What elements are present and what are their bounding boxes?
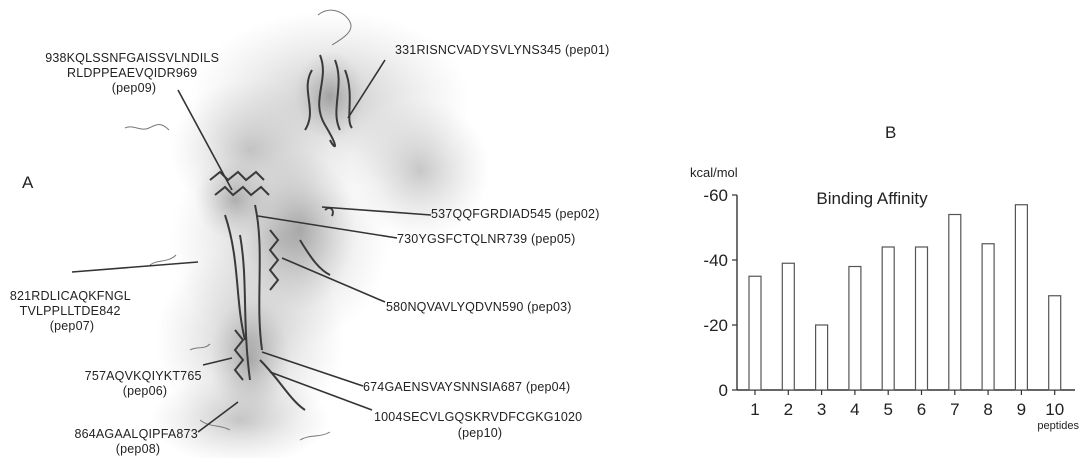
y-tick-label: -20 <box>703 316 728 335</box>
x-tick-label: 2 <box>784 400 793 419</box>
y-tick-label: 0 <box>719 381 728 400</box>
peptide-label-line: (pep09) <box>112 81 157 95</box>
peptide-label-line: TVLPPLLTDE842 <box>20 304 121 318</box>
bar-6 <box>916 247 928 390</box>
x-tick-label: 5 <box>883 400 892 419</box>
bar-2 <box>782 263 794 390</box>
x-tick-label: 3 <box>817 400 826 419</box>
panel-a-letter: A <box>22 173 34 192</box>
peptide-label-line: (pep10) <box>458 426 503 440</box>
binding-affinity-chart: 0 -20 -40 -60 1 2 3 4 5 6 7 8 9 10 Binding Affinity kca… <box>690 165 1079 432</box>
peptide-label-pep07: 821RDLICAQKFNGL TVLPPLLTDE842 (pep07) <box>10 289 134 333</box>
peptide-label-line: (pep08) <box>116 442 161 456</box>
y-tick-label: -40 <box>703 251 728 270</box>
peptide-label-pep10: 1004SECVLGQSKRVDFCGKG1020 (pep10) <box>374 410 586 440</box>
y-tick-label: -60 <box>703 186 728 205</box>
peptide-label-line: 1004SECVLGQSKRVDFCGKG1020 <box>374 410 582 424</box>
peptide-label-pep05: 730YGSFCTQLNR739 (pep05) <box>397 232 576 246</box>
peptide-label-pep04: 674GAENSVAYSNNSIA687 (pep04) <box>363 380 570 394</box>
bar-5 <box>882 247 894 390</box>
x-tick-label: 8 <box>983 400 992 419</box>
peptide-label-line: 730YGSFCTQLNR739 (pep05) <box>397 232 576 246</box>
peptide-label-line: (pep07) <box>50 319 95 333</box>
peptide-label-pep01: 331RISNCVADYSVLYNS345 (pep01) <box>395 43 609 57</box>
x-tick-label: 9 <box>1017 400 1026 419</box>
x-tick-label: 4 <box>850 400 859 419</box>
x-axis-label: peptides <box>1037 420 1079 432</box>
x-tick-label: 6 <box>917 400 926 419</box>
panel-b-letter: B <box>885 123 896 142</box>
x-tick-label: 1 <box>750 400 759 419</box>
peptide-label-line: 938KQLSSNFGAISSVLNDILS <box>45 51 219 65</box>
x-tick-label: 7 <box>950 400 959 419</box>
bar-3 <box>816 325 828 390</box>
peptide-label-line: 580NQVAVLYQDVN590 (pep03) <box>386 300 572 314</box>
peptide-label-line: 864AGAALQIPFA873 <box>74 427 197 441</box>
peptide-label-line: 331RISNCVADYSVLYNS345 (pep01) <box>395 43 609 57</box>
peptide-label-line: 821RDLICAQKFNGL <box>10 289 131 303</box>
peptide-label-line: 674GAENSVAYSNNSIA687 (pep04) <box>363 380 570 394</box>
peptide-label-pep03: 580NQVAVLYQDVN590 (pep03) <box>386 300 572 314</box>
bar-7 <box>949 215 961 391</box>
x-tick-label: 10 <box>1045 400 1064 419</box>
peptide-label-line: 537QQFGRDIAD545 (pep02) <box>431 207 600 221</box>
bar-8 <box>982 244 994 390</box>
bar-1 <box>749 276 761 390</box>
bar-9 <box>1015 205 1027 390</box>
peptide-label-line: (pep06) <box>123 384 168 398</box>
y-axis-label: kcal/mol <box>690 165 738 180</box>
peptide-label-pep02: 537QQFGRDIAD545 (pep02) <box>431 207 600 221</box>
peptide-label-line: RLDPPEAEVQIDR969 <box>67 66 197 80</box>
bar-4 <box>849 267 861 391</box>
peptide-label-line: 757AQVKQIYKT765 <box>85 369 202 383</box>
chart-title: Binding Affinity <box>816 189 928 208</box>
bar-10 <box>1049 296 1061 390</box>
